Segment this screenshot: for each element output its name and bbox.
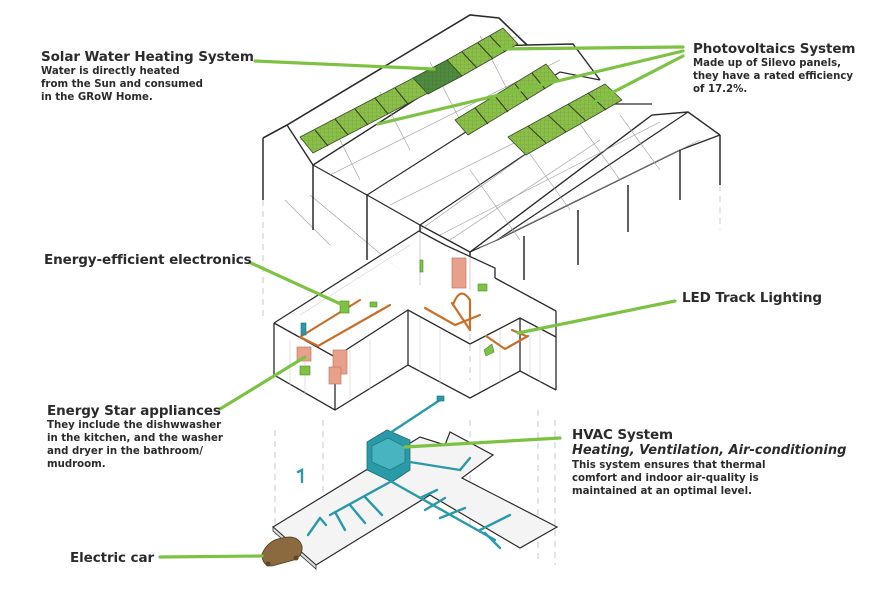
pv-line: they have a rated efficiency	[693, 71, 854, 82]
greenhouse-roof-structure	[262, 14, 721, 290]
solar-water-heating-panel	[412, 59, 463, 95]
solar-water-line: in the GRoW Home.	[41, 92, 153, 103]
solar-water-line: Water is directly heated	[41, 66, 180, 77]
hvac-line: This system ensures that thermal	[572, 460, 766, 471]
label-energy-star-appliances: Energy Star appliances They include the …	[47, 403, 223, 471]
house-module	[273, 230, 557, 411]
label-solar-water-heating: Solar Water Heating System Water is dire…	[41, 49, 254, 104]
hvac-line: maintained at an optimal level.	[572, 486, 752, 497]
appliances-line: and dryer in the bathroom/	[47, 446, 203, 457]
leader-pv-3	[590, 54, 685, 105]
solar-water-title: Solar Water Heating System	[41, 49, 254, 65]
leader-pv-2	[376, 49, 685, 126]
leader-lines	[158, 45, 685, 559]
appliances-line: They include the dishwwasher	[47, 420, 222, 431]
solar-water-line: from the Sun and consumed	[41, 79, 203, 90]
hvac-line: comfort and indoor air-quality is	[572, 473, 759, 484]
leader-solar-water	[253, 59, 436, 71]
label-hvac-system: HVAC System Heating, Ventilation, Air-co…	[572, 427, 846, 498]
floor-plate	[271, 431, 559, 570]
led-title: LED Track Lighting	[682, 290, 822, 306]
leader-appliances	[218, 355, 307, 411]
leader-electronics	[249, 261, 347, 308]
hvac-subtitle: Heating, Ventilation, Air-conditioning	[572, 443, 847, 458]
leader-pv-1	[491, 45, 685, 51]
label-energy-efficient-electronics: Energy-efficient electronics	[44, 252, 252, 268]
pv-line: of 17.2%.	[693, 84, 748, 95]
label-led-track-lighting: LED Track Lighting	[682, 290, 822, 306]
appliances-title: Energy Star appliances	[47, 403, 221, 419]
pv-title: Photovoltaics System	[693, 41, 856, 57]
pv-line: Made up of Silevo panels,	[693, 58, 842, 69]
energy-star-appliances	[296, 257, 467, 385]
electronics-title: Energy-efficient electronics	[44, 252, 252, 268]
hvac-system	[296, 395, 512, 550]
appliances-line: mudroom.	[47, 459, 106, 470]
hvac-title: HVAC System	[572, 427, 674, 443]
label-electric-car: Electric car	[70, 550, 154, 566]
leader-car	[158, 554, 264, 559]
appliances-line: in the kitchen, and the washer	[47, 433, 223, 444]
leader-hvac	[403, 436, 562, 449]
electric-car	[261, 536, 303, 567]
car-title: Electric car	[70, 550, 155, 566]
label-photovoltaics: Photovoltaics System Made up of Silevo p…	[693, 41, 855, 96]
hvac-unit-in-house	[300, 322, 307, 336]
leader-led	[516, 299, 677, 335]
